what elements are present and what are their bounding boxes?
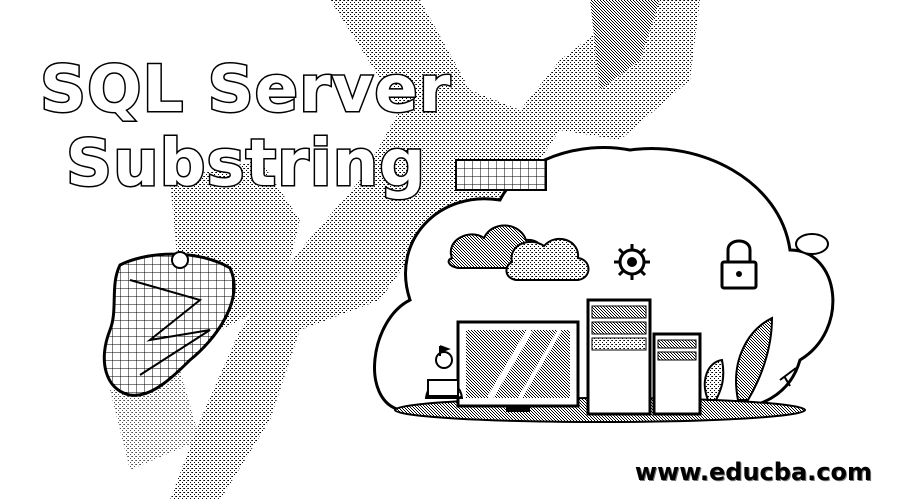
chat-bubble-icon bbox=[795, 233, 829, 255]
person-with-laptop-icon bbox=[424, 345, 464, 399]
page-title-line-1: SQL Server bbox=[38, 53, 452, 127]
gear-icon bbox=[614, 244, 650, 280]
website-url: www.educba.com bbox=[634, 458, 872, 486]
padlock-icon bbox=[720, 239, 758, 290]
server-tower-icon bbox=[586, 298, 702, 416]
page-title-line-2: Substring bbox=[64, 127, 427, 201]
data-grid-panel bbox=[455, 159, 547, 191]
background-brush-strokes bbox=[110, 0, 700, 500]
sql-server-logo-icon bbox=[102, 251, 236, 397]
plant-icon bbox=[703, 316, 797, 401]
cloud-icon bbox=[447, 224, 590, 281]
monitor-icon bbox=[456, 320, 580, 412]
